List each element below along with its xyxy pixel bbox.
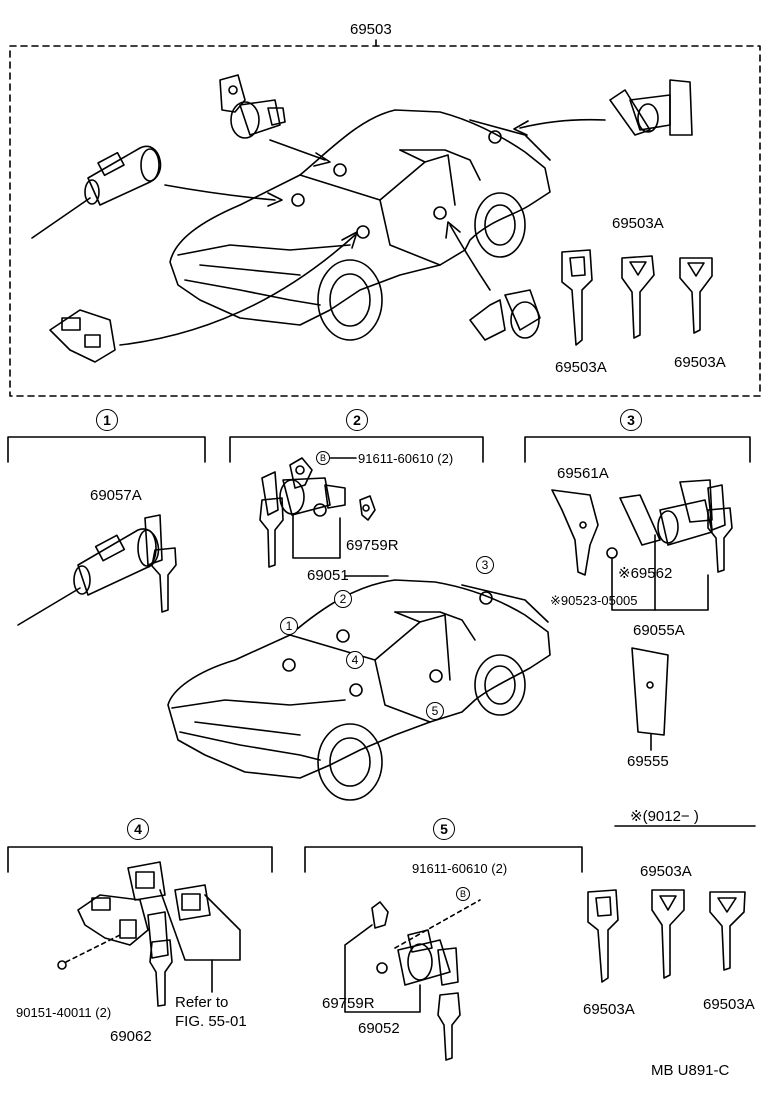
sec3-trunk-lock <box>551 479 733 611</box>
section-number-3: 3 <box>620 409 642 431</box>
sec4-part-label: 69062 <box>110 1028 152 1045</box>
sec5-bolt-label: 91611-60610 (2) <box>412 861 508 876</box>
top-ignition-cylinder <box>31 145 162 239</box>
sec2-bolt-label: 91611-60610 (2) <box>358 451 454 466</box>
car-callout-3: 3 <box>476 556 494 574</box>
sec5-part-b-label: 69052 <box>358 1020 400 1037</box>
top-hood-lock <box>49 309 116 363</box>
top-keys <box>561 249 713 346</box>
sec3-part-d-label: 69055A <box>633 622 685 639</box>
bottom-key-label-1: 69503A <box>640 863 692 880</box>
sec3-part-a-label: 69561A <box>557 465 609 482</box>
top-key-label-2: 69503A <box>555 359 607 376</box>
section-number-5: 5 <box>433 818 455 840</box>
top-arrows <box>119 118 606 346</box>
sec2-part-a-label: 69759R <box>346 537 399 554</box>
sec5-door-lock <box>344 899 481 1061</box>
top-car-drawing <box>169 109 551 341</box>
middle-car-drawing <box>167 575 551 801</box>
section-number-1: 1 <box>96 409 118 431</box>
bottom-key-label-2: 69503A <box>583 1001 635 1018</box>
top-door-lock <box>219 74 286 139</box>
sec3-part-c-label: ※90523-05005 <box>550 593 638 608</box>
top-trunk-lock <box>609 79 693 136</box>
sec1-ignition-cylinder <box>17 514 177 626</box>
sec2-bolt-mark: B <box>316 451 330 465</box>
top-key-label-3: 69503A <box>674 354 726 371</box>
sec5-part-a-label: 69759R <box>322 995 375 1012</box>
car-callout-4: 4 <box>346 651 364 669</box>
section-brackets <box>7 436 751 873</box>
car-callout-5: 5 <box>426 702 444 720</box>
sec1-part-label: 69057A <box>90 487 142 504</box>
sec3-part-b-label: ※69562 <box>618 565 673 582</box>
sec4-refer-line2: FIG. 55-01 <box>175 1013 247 1030</box>
car-callout-1: 1 <box>280 617 298 635</box>
section-number-4: 4 <box>127 818 149 840</box>
sec3-part-e-label: 69555 <box>627 753 669 770</box>
car-callout-2: 2 <box>334 590 352 608</box>
note-label: ※(9012− ) <box>630 808 699 825</box>
bottom-keys <box>587 889 746 983</box>
top-assembly-frame <box>9 39 761 397</box>
sec4-hood-lock <box>57 861 241 1007</box>
sec2-door-lock <box>259 457 376 568</box>
sec4-screw-label: 90151-40011 (2) <box>16 1005 112 1020</box>
bottom-key-label-3: 69503A <box>703 996 755 1013</box>
top-key-label-1: 69503A <box>612 215 664 232</box>
top-door-lock-2 <box>469 289 541 341</box>
figure-code: MB U891-C <box>651 1062 730 1079</box>
sec2-part-b-label: 69051 <box>307 567 349 584</box>
sec5-bolt-mark: B <box>456 887 470 901</box>
sec3-gasket <box>631 647 669 751</box>
assembly-number: 69503 <box>350 21 392 38</box>
section-number-2: 2 <box>346 409 368 431</box>
sec4-refer-line1: Refer to <box>175 994 229 1011</box>
